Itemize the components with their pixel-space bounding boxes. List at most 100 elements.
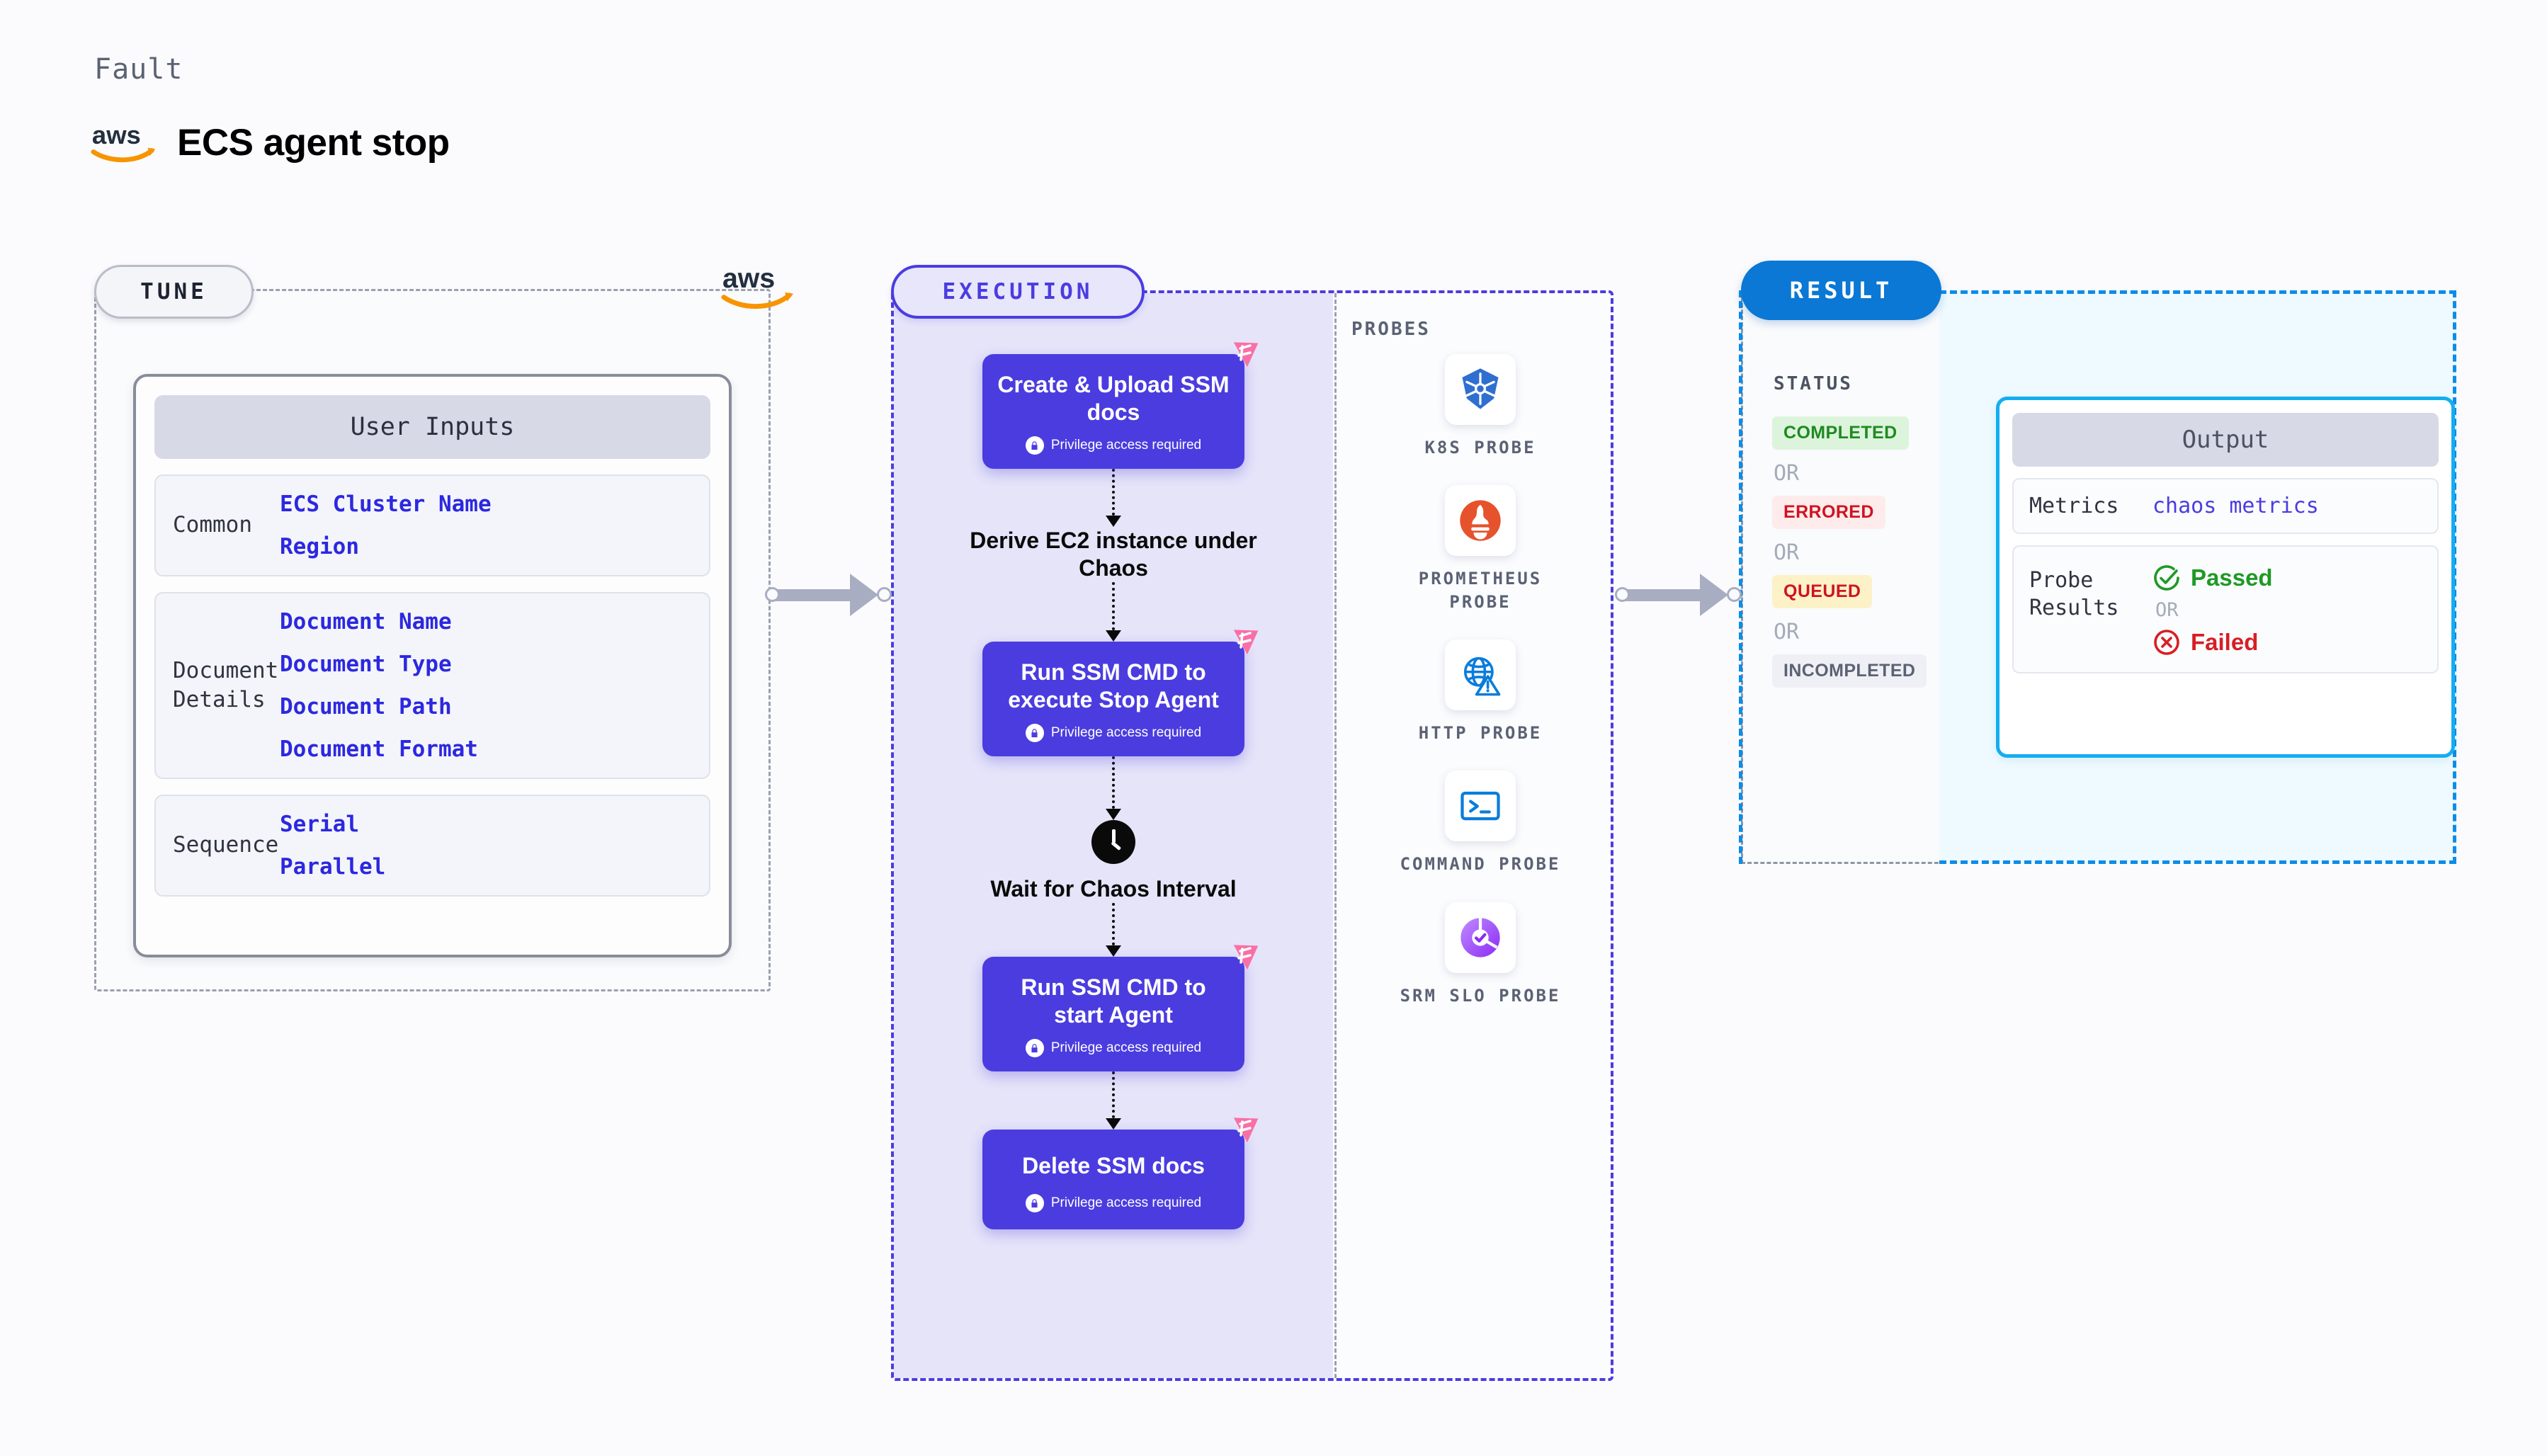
- page-kicker: Fault: [94, 53, 183, 86]
- lock-icon: [1025, 1194, 1044, 1213]
- clock-icon: [1091, 820, 1135, 865]
- privilege-text: Privilege access required: [1050, 1195, 1202, 1211]
- privilege-text: Privilege access required: [1050, 438, 1202, 453]
- input-field-document-path[interactable]: Document Path: [280, 694, 452, 720]
- input-field-parallel[interactable]: Parallel: [280, 854, 386, 880]
- harness-logo-badge-icon: [1219, 941, 1259, 978]
- flow-arrow: [1106, 756, 1121, 821]
- output-title: Output: [2012, 413, 2439, 467]
- execution-pill: EXECUTION: [891, 265, 1145, 319]
- svg-text:aws: aws: [722, 263, 775, 294]
- probe-result-passed: Passed: [2152, 564, 2273, 592]
- aws-logo-icon: aws: [721, 262, 798, 312]
- step-privilege-note: Privilege access required: [995, 724, 1232, 743]
- status-badge-queued: QUEUED: [1772, 575, 1873, 608]
- probe-srm-slo[interactable]: SRM SLO PROBE: [1400, 902, 1561, 1008]
- tune-pill: TUNE: [94, 265, 254, 319]
- lock-icon: [1025, 436, 1044, 455]
- privilege-text: Privilege access required: [1050, 1040, 1202, 1056]
- probe-label: K8S PROBE: [1424, 438, 1536, 457]
- svg-text:aws: aws: [92, 120, 141, 149]
- step-privilege-note: Privilege access required: [995, 436, 1232, 455]
- srm-slo-icon: [1445, 902, 1516, 973]
- result-pill: RESULT: [1741, 261, 1941, 320]
- step-title: Delete SSM docs: [1022, 1153, 1205, 1179]
- http-globe-icon: [1445, 639, 1516, 711]
- step-run-ssm-cmd-stop-agent[interactable]: Run SSM CMD to execute Stop Agent Privil…: [982, 630, 1259, 757]
- step-privilege-note: Privilege access required: [995, 1194, 1232, 1213]
- page-title-row: aws ECS agent stop: [91, 120, 450, 164]
- result-panel-left-edge: [1739, 290, 1742, 864]
- probe-label: PROMETHEUS PROBE: [1418, 569, 1543, 613]
- input-field-region[interactable]: Region: [280, 534, 359, 559]
- output-card: Output Metrics chaos metrics Probe Resul…: [1996, 397, 2455, 758]
- step-wait-for-chaos-interval: Wait for Chaos Interval: [990, 876, 1237, 902]
- probe-http[interactable]: HTTP PROBE: [1419, 639, 1543, 745]
- probe-prometheus[interactable]: PROMETHEUS PROBE: [1399, 485, 1562, 614]
- input-group-sequence: Sequence Serial Parallel: [154, 795, 710, 897]
- output-value-chaos-metrics[interactable]: chaos metrics: [2152, 494, 2319, 518]
- flow-arrow: [1106, 903, 1121, 957]
- flow-arrow: [1106, 582, 1121, 642]
- input-field-ecs-cluster-name[interactable]: ECS Cluster Name: [280, 491, 492, 517]
- probe-label: HTTP PROBE: [1418, 723, 1543, 744]
- input-field-document-format[interactable]: Document Format: [280, 736, 478, 762]
- output-row-probe-results: Probe Results Passed OR Failed: [2012, 545, 2439, 673]
- input-field-document-name[interactable]: Document Name: [280, 609, 452, 635]
- status-badge-errored: ERRORED: [1772, 496, 1885, 529]
- flow-arrow: [1106, 469, 1121, 528]
- harness-logo-badge-icon: [1219, 1114, 1259, 1151]
- probe-command[interactable]: COMMAND PROBE: [1400, 770, 1561, 876]
- status-badge-completed: COMPLETED: [1772, 416, 1909, 450]
- terminal-icon: [1445, 770, 1516, 842]
- flow-arrow: [1106, 1071, 1121, 1130]
- input-group-document-details: Document Details Document Name Document …: [154, 592, 710, 779]
- input-group-label: Common: [173, 512, 252, 538]
- probe-label: COMMAND PROBE: [1400, 854, 1561, 875]
- step-title: Run SSM CMD to execute Stop Agent: [1008, 659, 1219, 713]
- step-create-upload-ssm-docs[interactable]: Create & Upload SSM docs Privilege acces…: [982, 342, 1259, 470]
- step-derive-ec2-instance: Derive EC2 instance under Chaos: [970, 528, 1257, 581]
- probe-result-failed-label: Failed: [2191, 629, 2259, 655]
- input-field-serial[interactable]: Serial: [280, 812, 359, 837]
- execution-flow: Create & Upload SSM docs Privilege acces…: [958, 342, 1269, 1230]
- harness-logo-badge-icon: [1219, 339, 1259, 375]
- output-label-probe-results: Probe Results: [2029, 568, 2119, 620]
- input-group-label: Sequence: [173, 832, 279, 858]
- step-title: Run SSM CMD to start Agent: [1021, 974, 1206, 1028]
- prometheus-icon: [1445, 485, 1516, 557]
- input-group-common: Common ECS Cluster Name Region: [154, 474, 710, 576]
- user-inputs-card: User Inputs Common ECS Cluster Name Regi…: [133, 374, 732, 957]
- probe-result-failed: Failed: [2152, 628, 2273, 656]
- page-title: ECS agent stop: [177, 121, 450, 164]
- step-privilege-note: Privilege access required: [995, 1039, 1232, 1058]
- probe-result-or: OR: [2155, 599, 2179, 621]
- status-or: OR: [1774, 620, 1800, 644]
- step-run-ssm-cmd-start-agent[interactable]: Run SSM CMD to start Agent Privilege acc…: [982, 945, 1259, 1072]
- x-circle-icon: [2154, 630, 2179, 655]
- lock-icon: [1025, 724, 1044, 743]
- lock-icon: [1025, 1039, 1044, 1058]
- status-label: STATUS: [1774, 373, 1853, 394]
- connector-tune-to-execution: [765, 574, 900, 616]
- probes-label: PROBES: [1351, 319, 1431, 340]
- aws-logo: aws: [91, 120, 159, 164]
- step-title: Create & Upload SSM docs: [997, 372, 1230, 426]
- input-group-label: Document Details: [173, 657, 279, 712]
- user-inputs-title: User Inputs: [154, 395, 710, 459]
- probe-k8s[interactable]: K8S PROBE: [1424, 354, 1536, 460]
- check-circle-icon: [2154, 565, 2179, 591]
- step-delete-ssm-docs[interactable]: Delete SSM docs Privilege access require…: [982, 1117, 1259, 1230]
- probes-list: K8S PROBE PROMETHEUS PROBE: [1388, 354, 1572, 1008]
- output-row-metrics: Metrics chaos metrics: [2012, 478, 2439, 534]
- probe-label: SRM SLO PROBE: [1400, 985, 1561, 1006]
- connector-execution-to-result: [1615, 574, 1749, 616]
- status-list: COMPLETED OR ERRORED OR QUEUED OR INCOMP…: [1772, 416, 1927, 688]
- status-badge-incompleted: INCOMPLETED: [1772, 654, 1927, 688]
- probe-result-passed-label: Passed: [2191, 564, 2273, 591]
- output-label-metrics: Metrics: [2029, 494, 2119, 518]
- kubernetes-icon: [1444, 354, 1516, 425]
- status-or: OR: [1774, 540, 1800, 565]
- probes-divider: [1334, 293, 1337, 1378]
- input-field-document-type[interactable]: Document Type: [280, 652, 452, 677]
